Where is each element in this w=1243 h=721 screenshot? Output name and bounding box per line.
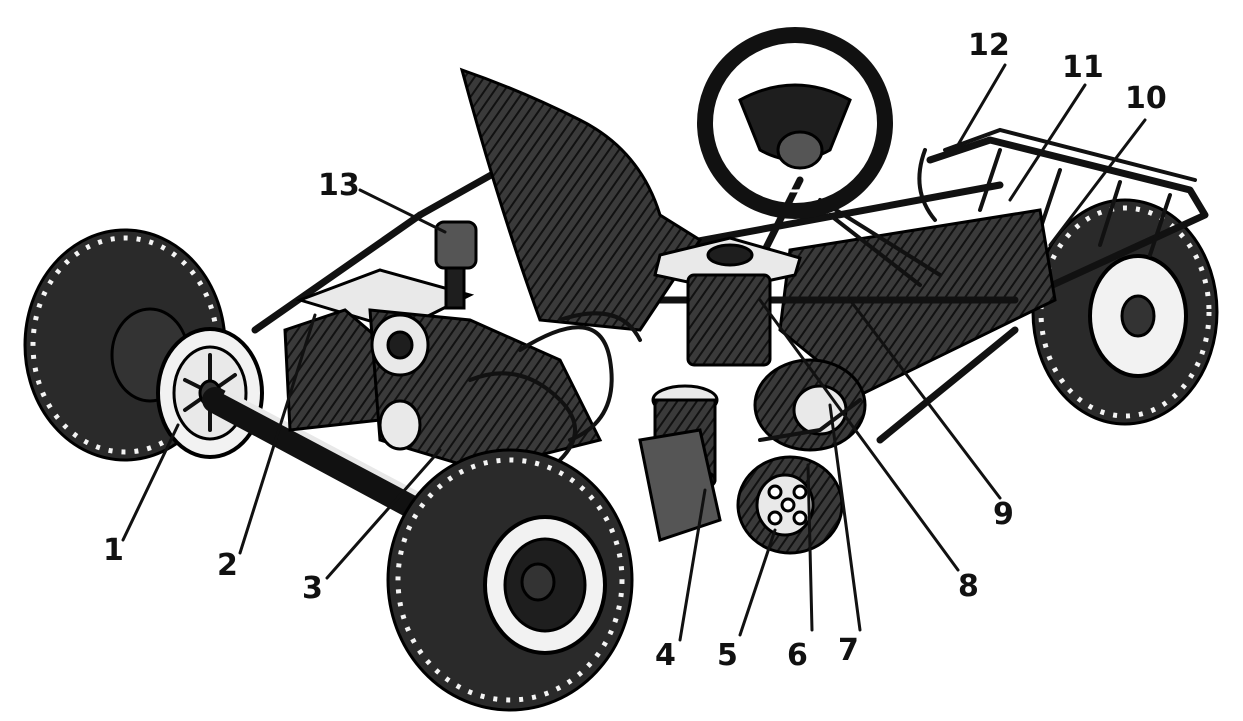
rear-frame bbox=[917, 127, 1209, 304]
callout-2: 2 bbox=[217, 548, 238, 583]
callout-6: 6 bbox=[787, 638, 808, 673]
steering bbox=[697, 27, 942, 287]
callout-10: 10 bbox=[1125, 81, 1167, 116]
fuel-tank bbox=[653, 236, 802, 367]
callout-11: 11 bbox=[1062, 50, 1104, 85]
chassis-frame bbox=[251, 166, 1019, 444]
clutch-drive bbox=[736, 455, 844, 555]
callout-13: 13 bbox=[318, 168, 360, 203]
callout-4: 4 bbox=[655, 638, 676, 673]
wheel-rear-right bbox=[1031, 198, 1219, 426]
wheel-front-left bbox=[386, 448, 634, 712]
callout-7: 7 bbox=[838, 633, 859, 668]
callout-3: 3 bbox=[302, 571, 323, 606]
rear-axle bbox=[202, 387, 433, 523]
callout-8: 8 bbox=[958, 569, 979, 604]
callout-5: 5 bbox=[717, 638, 738, 673]
ignition-unit bbox=[434, 220, 478, 310]
callout-12: 12 bbox=[968, 28, 1010, 63]
seat bbox=[459, 67, 703, 332]
callout-1: 1 bbox=[103, 533, 124, 568]
callout-9: 9 bbox=[993, 497, 1014, 532]
cylinder bbox=[638, 384, 722, 542]
drive-pulleys bbox=[753, 358, 867, 452]
engine-block bbox=[368, 308, 642, 472]
leader-lines bbox=[121, 63, 1147, 642]
